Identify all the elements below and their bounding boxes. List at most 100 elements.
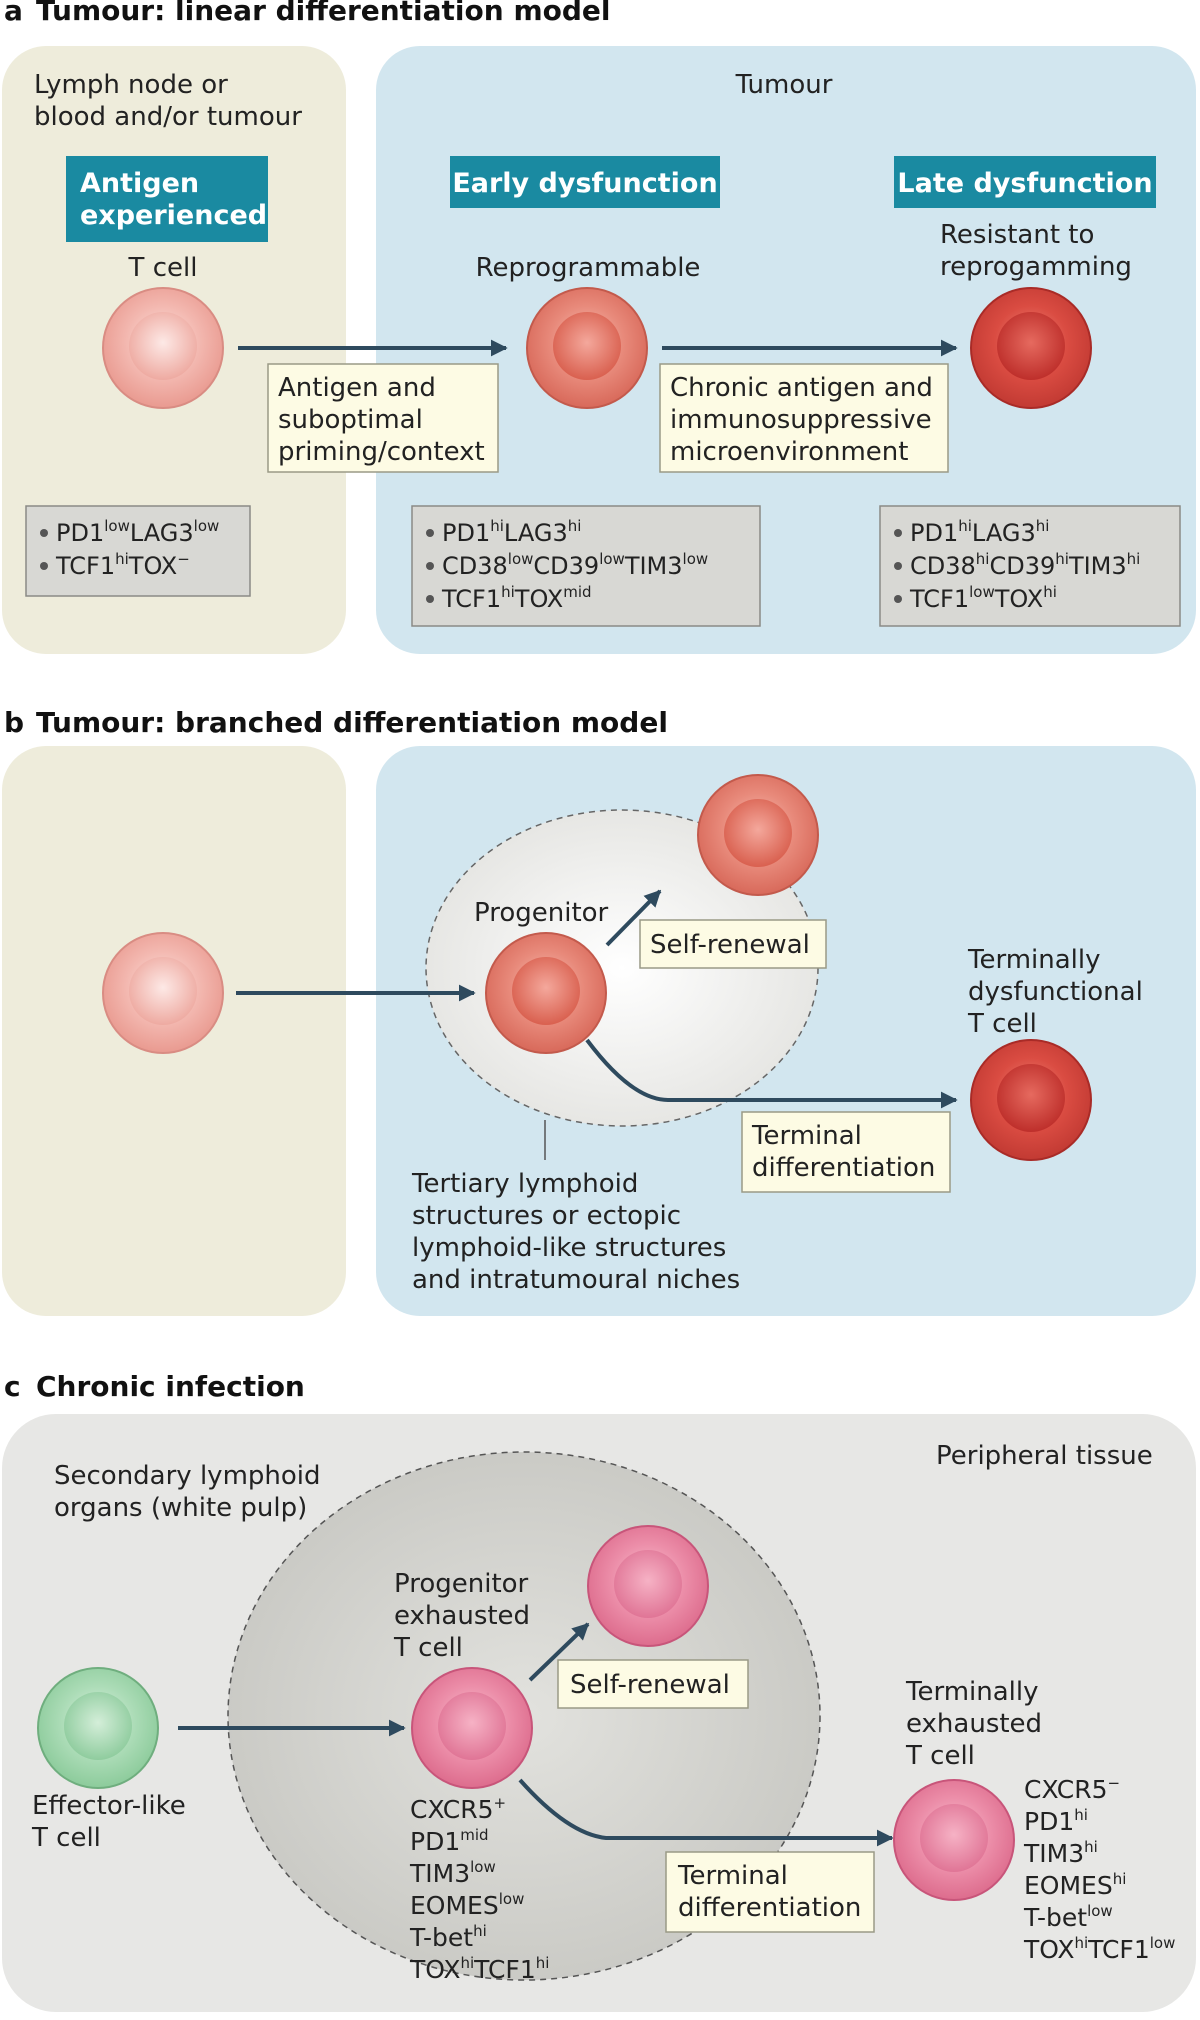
terminal-marker-5: T-betlow: [1023, 1902, 1113, 1932]
panel-c-letter: c: [4, 1370, 21, 1403]
marker-name: T-bet: [1023, 1903, 1087, 1932]
self-renewal-cell-c: [587, 1525, 709, 1647]
progenitor-cell-b: [485, 932, 607, 1054]
marker-name: TOX: [994, 585, 1043, 613]
transition-box-1: [267, 363, 499, 473]
terminal-marker-4: EOMEShi: [1024, 1870, 1126, 1900]
terminal-diff-b-line2: differentiation: [752, 1153, 935, 1183]
progenitor-label-b: Progenitor: [474, 898, 609, 928]
progenitor-label-c-2: exhausted: [394, 1601, 530, 1631]
transition1-line1: Antigen and: [278, 373, 436, 403]
marker-superscript: hi: [1113, 1870, 1127, 1888]
marker-box-2-line-2: CD38lowCD39lowTIM3low: [442, 550, 708, 580]
panel-c-title: Chronic infection: [36, 1370, 305, 1403]
self-renewal-label-c: Self-renewal: [570, 1670, 730, 1700]
niche-label-4: and intratumoural niches: [412, 1265, 740, 1295]
marker-name: PD1: [410, 1827, 460, 1856]
effector-label-1: Effector-like: [32, 1791, 186, 1821]
marker-superscript: low: [499, 1890, 525, 1908]
marker-superscript: low: [1150, 1934, 1176, 1952]
marker-superscript: mid: [563, 583, 591, 601]
progenitor-label-c-3: T cell: [393, 1633, 463, 1663]
resistant-label-1: Resistant to: [940, 220, 1094, 250]
marker-superscript: hi: [1043, 583, 1057, 601]
antigen-experienced-header-line2: experienced: [80, 200, 267, 231]
marker-superscript: hi: [568, 517, 582, 535]
marker-box-2: [411, 505, 761, 627]
marker-name: PD1: [910, 519, 958, 547]
t-cell-label: T cell: [128, 253, 198, 283]
terminal-diff-b-line1: Terminal: [751, 1121, 862, 1151]
marker-superscript: +: [494, 1794, 507, 1812]
organ-label-2: organs (white pulp): [54, 1493, 307, 1523]
marker-name: CD38: [910, 552, 976, 580]
marker-bullet: [426, 595, 434, 603]
arrow-c-self-renewal: [528, 1622, 590, 1682]
progenitor-label-c-1: Progenitor: [394, 1569, 529, 1599]
early-dysfunction-header-text: Early dysfunction: [452, 168, 717, 199]
marker-superscript: −: [1108, 1774, 1121, 1792]
marker-name: TIM3: [1068, 552, 1127, 580]
marker-box-1-line-1: PD1lowLAG3low: [56, 517, 219, 547]
marker-box-1-lines: PD1lowLAG3low TCF1hiTOX−: [40, 517, 219, 580]
marker-name: PD1: [442, 519, 490, 547]
marker-superscript: hi: [1074, 1806, 1088, 1824]
transition1-line2: suboptimal: [278, 405, 423, 435]
panel-a-letter: a: [4, 0, 23, 27]
t-cell-a: [102, 287, 224, 409]
marker-superscript: hi: [1074, 1934, 1088, 1952]
arrow-c-terminal: [518, 1778, 894, 1847]
self-renewal-box-c: [557, 1659, 749, 1709]
lymph-region-label-2: blood and/or tumour: [34, 102, 302, 132]
marker-superscript: hi: [1036, 517, 1050, 535]
marker-bullet: [894, 529, 902, 537]
panel-b-title: Tumour: branched differentiation model: [36, 706, 668, 739]
effector-label-2: T cell: [31, 1823, 101, 1853]
marker-superscript: hi: [958, 517, 972, 535]
terminal-marker-3: TIM3hi: [1023, 1838, 1098, 1868]
marker-name: TOX: [128, 552, 177, 580]
transition1-line3: priming/context: [278, 437, 485, 467]
organ-label-1: Secondary lymphoid: [54, 1461, 321, 1491]
marker-name: CXCR5: [1024, 1775, 1108, 1804]
marker-superscript: hi: [976, 550, 990, 568]
marker-superscript: hi: [501, 583, 515, 601]
resistant-cell: [970, 287, 1092, 409]
progenitor-marker-6: TOXhiTCF1hi: [409, 1954, 549, 1984]
marker-superscript: low: [683, 550, 709, 568]
marker-bullet: [426, 562, 434, 570]
terminal-cell-label-b-3: T cell: [967, 1009, 1037, 1039]
progenitor-marker-3: TIM3low: [409, 1858, 496, 1888]
marker-name: TIM3: [1023, 1839, 1084, 1868]
marker-superscript: hi: [460, 1954, 474, 1972]
marker-superscript: −: [177, 550, 190, 568]
marker-bullet: [426, 529, 434, 537]
self-renewal-label-b: Self-renewal: [650, 930, 810, 960]
marker-bullet: [40, 562, 48, 570]
marker-box-2-lines: PD1hiLAG3hi CD38lowCD39lowTIM3low TCF1hi…: [426, 517, 708, 613]
marker-superscript: low: [104, 517, 130, 535]
terminal-diff-box-b: [741, 1111, 951, 1193]
marker-box-3-lines: PD1hiLAG3hi CD38hiCD39hiTIM3hi TCF1lowTO…: [894, 517, 1140, 613]
arrow-b-terminal: [585, 1038, 958, 1109]
transition2-line3: microenvironment: [670, 437, 908, 467]
marker-box-3-line-1: PD1hiLAG3hi: [910, 517, 1049, 547]
marker-superscript: low: [1087, 1902, 1113, 1920]
marker-box-3: [879, 505, 1181, 627]
terminal-marker-6: TOXhiTCF1low: [1023, 1934, 1175, 1964]
marker-superscript: mid: [460, 1826, 488, 1844]
antigen-experienced-header-line1: Antigen: [80, 168, 199, 199]
self-renewal-cell-b: [697, 774, 819, 896]
tumour-region-label: Tumour: [735, 70, 833, 100]
marker-superscript: hi: [536, 1954, 550, 1972]
marker-name: TCF1: [1087, 1935, 1150, 1964]
resistant-label-2: reprogamming: [940, 252, 1132, 282]
antigen-experienced-header: [66, 156, 268, 242]
terminal-cell-label-c-2: exhausted: [906, 1709, 1042, 1739]
marker-box-3-line-2: CD38hiCD39hiTIM3hi: [910, 550, 1140, 580]
marker-bullet: [894, 595, 902, 603]
marker-name: TOX: [409, 1955, 460, 1984]
marker-box-1-line-2: TCF1hiTOX−: [55, 550, 190, 580]
progenitor-exhausted-cell: [411, 1667, 533, 1789]
